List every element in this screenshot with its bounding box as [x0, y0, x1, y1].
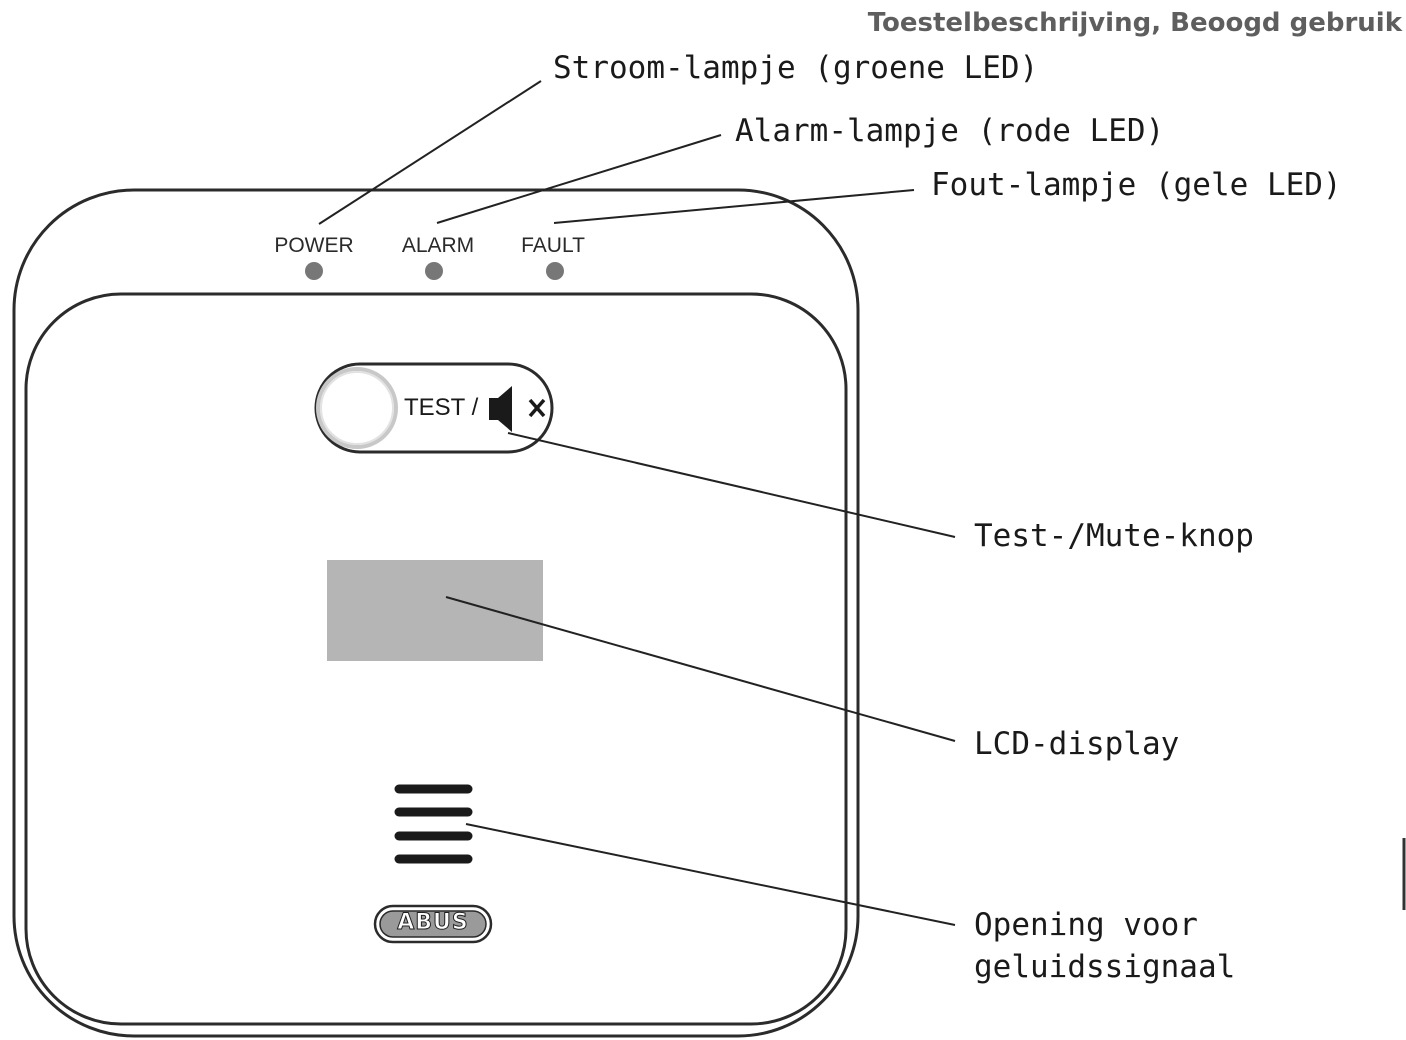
alarm-led: [425, 262, 443, 280]
leader-alarm: [436, 134, 722, 224]
led-label-fault: FAULT: [521, 234, 585, 257]
page-header: Toestelbeschrijving, Beoogd gebruik: [867, 8, 1402, 38]
callout-test-mute-button: Test-/Mute-knop: [974, 518, 1254, 554]
speaker-grille: [394, 784, 473, 864]
lcd-display: [327, 560, 543, 661]
callout-power-led: Stroom-lampje (groene LED): [553, 50, 1039, 86]
callout-alarm-led: Alarm-lampje (rode LED): [735, 113, 1165, 149]
fault-led: [546, 262, 564, 280]
leader-lines: [318, 80, 956, 926]
callout-speaker-line1: Opening voor: [974, 907, 1198, 943]
speaker-mute-icon: [489, 386, 546, 432]
leader-speaker: [465, 823, 956, 926]
test-button-label: TEST /: [404, 394, 479, 421]
led-label-alarm: ALARM: [401, 234, 475, 257]
leader-lcd: [445, 596, 956, 742]
callout-lcd-display: LCD-display: [974, 726, 1180, 762]
leader-fault: [553, 189, 915, 224]
abus-logo: ABUS: [397, 910, 469, 936]
led-label-power: POWER: [274, 234, 354, 257]
power-led: [305, 262, 323, 280]
callout-fault-led: Fout-lampje (gele LED): [931, 167, 1342, 203]
callout-speaker-line2: geluidssignaal: [974, 949, 1236, 985]
leader-test: [507, 432, 956, 538]
leader-power: [318, 80, 542, 225]
test-button-knob: [316, 367, 398, 449]
